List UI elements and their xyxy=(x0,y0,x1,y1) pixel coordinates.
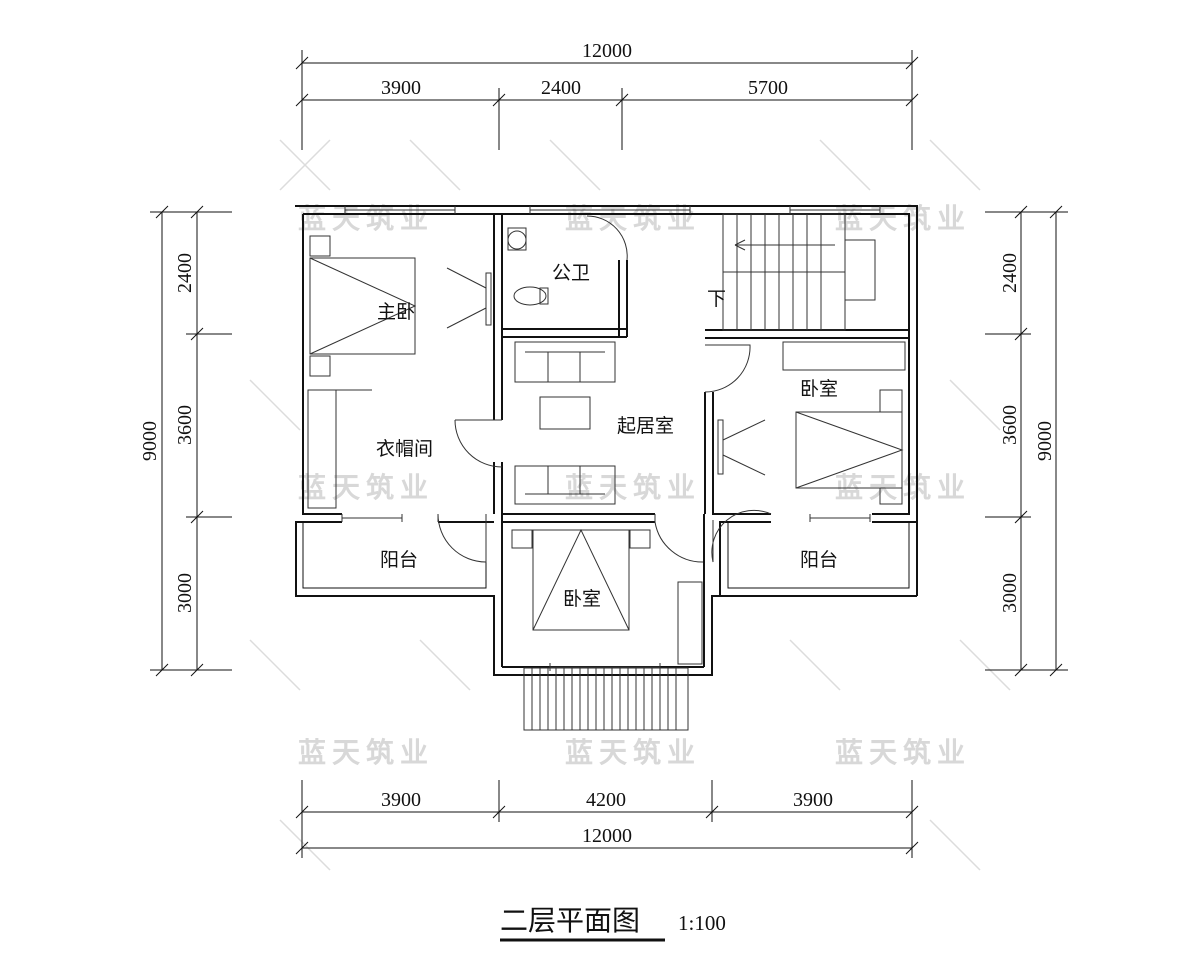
watermark-text-9: 蓝天筑业 xyxy=(835,736,971,769)
dim-right-seg-2: 3600 xyxy=(999,405,1021,445)
watermark-text-7: 蓝天筑业 xyxy=(298,736,434,769)
dim-left-seg-3: 3000 xyxy=(174,573,196,613)
label-living-room: 起居室 xyxy=(617,415,674,437)
left-dimensions: 9000 2400 3600 3000 xyxy=(139,205,232,677)
dim-bottom-seg-2: 4200 xyxy=(586,789,626,811)
staircase: 下 xyxy=(707,213,876,331)
furniture xyxy=(307,227,906,731)
dim-right-seg-1: 2400 xyxy=(999,253,1021,293)
dim-top-seg-2: 2400 xyxy=(541,77,581,99)
room-labels: 主卧 公卫 起居室 衣帽间 卧室 卧室 阳台 阳台 xyxy=(376,262,838,610)
label-public-bath: 公卫 xyxy=(552,262,590,284)
building-walls xyxy=(295,205,918,676)
dim-left-seg-2: 3600 xyxy=(174,405,196,445)
drawing-title: 二层平面图 xyxy=(500,904,640,937)
doors xyxy=(437,215,772,563)
watermark-text-1: 蓝天筑业 xyxy=(298,202,434,235)
label-bedroom-south: 卧室 xyxy=(563,588,601,610)
watermark-layer: 蓝天筑业 蓝天筑业 蓝天筑业 蓝天筑业 蓝天筑业 蓝天筑业 蓝天筑业 蓝天筑业 … xyxy=(249,139,1011,871)
label-bedroom-east: 卧室 xyxy=(800,378,838,400)
label-balcony-west: 阳台 xyxy=(380,549,418,571)
watermark-text-5: 蓝天筑业 xyxy=(565,471,701,504)
label-master-bedroom: 主卧 xyxy=(377,301,415,323)
dim-left-total: 9000 xyxy=(139,421,161,461)
dim-right-total: 9000 xyxy=(1034,421,1056,461)
dim-bottom-seg-1: 3900 xyxy=(381,789,421,811)
watermark-text-3: 蓝天筑业 xyxy=(835,202,971,235)
watermark-text-8: 蓝天筑业 xyxy=(565,736,701,769)
bottom-dimensions: 3900 4200 3900 12000 xyxy=(295,780,919,858)
label-cloakroom: 衣帽间 xyxy=(376,438,433,460)
dim-right-seg-3: 3000 xyxy=(999,573,1021,613)
watermark-text-2: 蓝天筑业 xyxy=(565,202,701,235)
dim-bottom-total: 12000 xyxy=(582,825,632,847)
watermark-text-4: 蓝天筑业 xyxy=(298,471,434,504)
dim-top-seg-3: 5700 xyxy=(748,77,788,99)
label-balcony-east: 阳台 xyxy=(800,549,838,571)
dim-top-seg-1: 3900 xyxy=(381,77,421,99)
dim-bottom-seg-3: 3900 xyxy=(793,789,833,811)
dim-top-total: 12000 xyxy=(582,40,632,62)
dim-left-seg-1: 2400 xyxy=(174,253,196,293)
right-dimensions: 2400 3600 3000 9000 xyxy=(985,205,1068,677)
stair-down-label: 下 xyxy=(707,288,726,310)
drawing-scale: 1:100 xyxy=(678,911,726,935)
drawing-title-block: 二层平面图 1:100 xyxy=(500,904,726,942)
top-dimensions: 12000 3900 2400 5700 xyxy=(295,40,919,150)
